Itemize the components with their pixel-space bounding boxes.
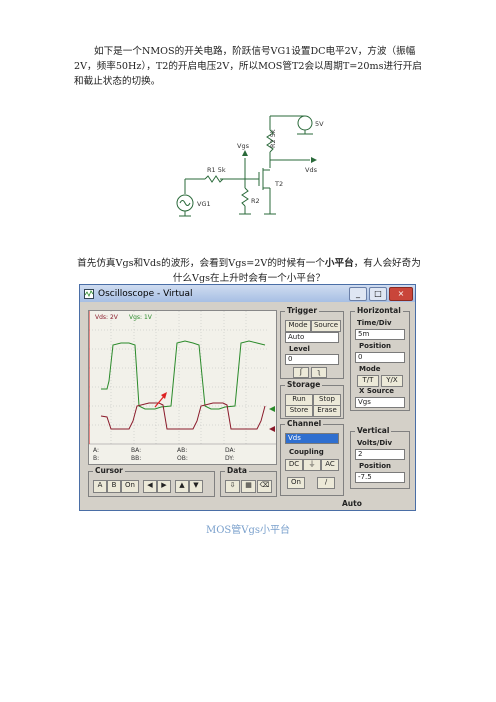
- readout-bb: BB:: [131, 455, 142, 462]
- readout-db: DY:: [225, 455, 235, 462]
- label-vds: Vds: [305, 166, 318, 174]
- erase-button[interactable]: Erase: [313, 405, 341, 417]
- readout-ab: AB:: [177, 447, 188, 454]
- time-div-input[interactable]: 5m: [355, 329, 405, 340]
- falling-edge-icon[interactable]: ʅ: [311, 367, 327, 378]
- label-vg1: VG1: [197, 200, 211, 208]
- trigger-mode-button[interactable]: Mode: [285, 320, 311, 332]
- cursor-b-button[interactable]: B: [107, 480, 121, 493]
- vertical-panel: Vertical Volts/Div 2 Position -7.5: [350, 426, 410, 489]
- readout-a: A:: [93, 447, 100, 454]
- data-export-icon[interactable]: ⇩: [225, 480, 240, 493]
- readout-ba: BA:: [131, 447, 142, 454]
- cursor-right-icon[interactable]: ▶: [157, 480, 171, 493]
- vds-legend: Vds: 2V: [95, 314, 118, 321]
- trigger-mode-select[interactable]: Auto: [285, 332, 339, 343]
- coupling-dc-button[interactable]: DC: [285, 459, 303, 471]
- oscilloscope-window: Oscilloscope - Virtual _ □ ×: [79, 284, 416, 511]
- cursor-on-button[interactable]: On: [121, 480, 139, 493]
- data-chart-icon[interactable]: ▦: [241, 480, 256, 493]
- minimize-button[interactable]: _: [349, 286, 367, 301]
- readout-da: DA:: [225, 447, 236, 454]
- vgs-legend: Vgs: 1V: [129, 314, 152, 321]
- v-position-input[interactable]: -7.5: [355, 472, 405, 483]
- trigger-level-input[interactable]: 0: [285, 354, 339, 365]
- storage-panel: Storage Run Stop Store Erase: [280, 380, 344, 419]
- close-button[interactable]: ×: [389, 286, 413, 301]
- trigger-panel: Trigger Mode Source Auto Level 0 ʃ ʅ: [280, 306, 344, 379]
- h-position-input[interactable]: 0: [355, 352, 405, 363]
- cursor-a-button[interactable]: A: [93, 480, 107, 493]
- label-r1: R1 5k: [207, 166, 226, 174]
- trigger-level-label: Level: [289, 345, 310, 353]
- mode-label: Mode: [359, 365, 381, 373]
- level-marker-icon[interactable]: [269, 426, 275, 432]
- cursor-panel: Cursor A B On ◀ ▶ ▲ ▼: [88, 466, 215, 497]
- cursor-left-icon[interactable]: ◀: [143, 480, 157, 493]
- trigger-marker-icon[interactable]: [269, 406, 275, 412]
- horizontal-panel: Horizontal Time/Div 5m Position 0 Mode T…: [350, 306, 410, 411]
- question-paragraph: 首先仿真Vgs和Vds的波形，会看到Vgs=2V的时候有一个小平台，有人会好奇为…: [77, 258, 421, 284]
- cursor-down-icon[interactable]: ▼: [189, 480, 203, 493]
- maximize-button[interactable]: □: [369, 286, 387, 301]
- waveform-display[interactable]: Vds: 2V Vgs: 1V A: BA: AB: DA: B: BB: OB…: [88, 310, 277, 465]
- highlight-text: 小平台: [324, 258, 354, 269]
- label-r2: R2: [251, 197, 260, 205]
- oscilloscope-icon: [84, 288, 94, 299]
- mode-yx-button[interactable]: Y/X: [381, 375, 403, 387]
- volts-div-input[interactable]: 2: [355, 449, 405, 460]
- channel-select[interactable]: Vds: [285, 433, 339, 444]
- intro-paragraph: 如下是一个NMOS的开关电路，阶跃信号VG1设置DC电平2V，方波（振幅2V，频…: [74, 46, 422, 87]
- vgs-trace: [101, 340, 266, 410]
- figure-caption: MOS管Vgs小平台: [205, 525, 291, 536]
- channel-on-button[interactable]: On: [287, 477, 305, 489]
- channel-panel: Channel Vds Coupling DC ⏚ AC On ∕: [280, 419, 344, 496]
- waveform-plot: [88, 311, 276, 445]
- rising-edge-icon[interactable]: ʃ: [293, 367, 309, 378]
- readout-b: B:: [93, 455, 100, 462]
- data-clear-icon[interactable]: ⌫: [257, 480, 272, 493]
- title-bar[interactable]: Oscilloscope - Virtual _ □ ×: [80, 285, 415, 302]
- trigger-source-button[interactable]: Source: [311, 320, 341, 332]
- cursor-up-icon[interactable]: ▲: [175, 480, 189, 493]
- mode-ty-button[interactable]: T/T: [357, 375, 379, 387]
- probe-icon[interactable]: ∕: [317, 477, 335, 489]
- v-position-label: Position: [359, 462, 392, 470]
- coupling-ac-button[interactable]: AC: [321, 459, 339, 471]
- window-title: Oscilloscope - Virtual: [98, 288, 193, 299]
- coupling-gnd-icon[interactable]: ⏚: [303, 459, 321, 471]
- volts-div-label: Volts/Div: [357, 439, 393, 447]
- coupling-label: Coupling: [289, 448, 324, 456]
- label-vgs: Vgs: [237, 142, 250, 150]
- label-t2: T2: [274, 180, 283, 188]
- store-button[interactable]: Store: [285, 405, 313, 417]
- vds-trace: [100, 402, 266, 430]
- status-footer: Auto: [342, 499, 362, 508]
- data-panel: Data ⇩ ▦ ⌫: [220, 466, 277, 497]
- nmos-switch-schematic: 5V R2 5k Vgs Vds R1 5k T2 R2 VG1: [176, 115, 324, 217]
- label-5v: 5V: [315, 120, 324, 128]
- x-source-label: X Source: [359, 387, 395, 395]
- readout-ob: OB:: [177, 455, 188, 462]
- h-position-label: Position: [359, 342, 392, 350]
- time-div-label: Time/Div: [357, 319, 392, 327]
- label-r2-5k: R2 5k: [269, 129, 277, 148]
- x-source-select[interactable]: Vgs: [355, 397, 405, 408]
